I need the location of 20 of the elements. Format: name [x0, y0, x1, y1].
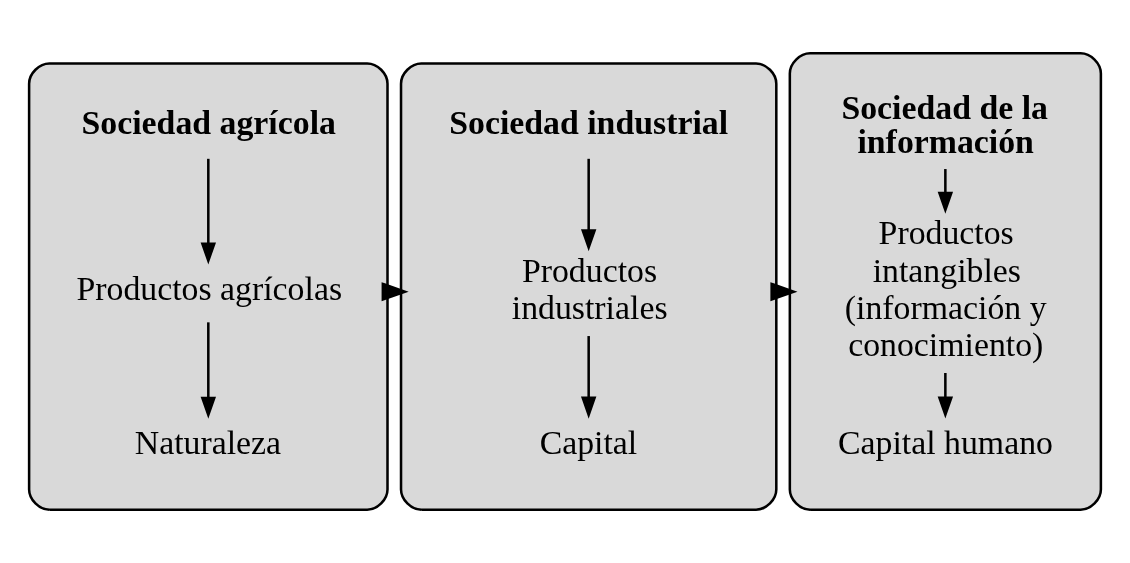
- node-text: Capital humano: [838, 423, 1053, 461]
- arrow: [770, 282, 798, 302]
- node-text: Productos intangibles (información y conocimiento): [844, 214, 1047, 363]
- node-text: Sociedad de la información: [841, 89, 1048, 161]
- node-text: Sociedad industrial: [449, 104, 729, 142]
- node-text: Capital: [539, 423, 638, 461]
- node-text: Productos industriales: [511, 251, 668, 326]
- arrow: [580, 158, 597, 252]
- cluster: [27, 62, 389, 511]
- node-text: Naturaleza: [134, 423, 282, 461]
- arrow: [580, 336, 597, 419]
- arrow: [381, 282, 409, 302]
- arrow: [200, 322, 217, 419]
- arrow: [200, 158, 217, 265]
- node-text: Sociedad agrícola: [81, 104, 336, 142]
- arrow: [937, 372, 954, 419]
- cluster: [788, 52, 1103, 511]
- node-text: Productos agrícolas: [76, 270, 343, 308]
- cluster: [399, 62, 778, 511]
- arrow: [937, 169, 954, 214]
